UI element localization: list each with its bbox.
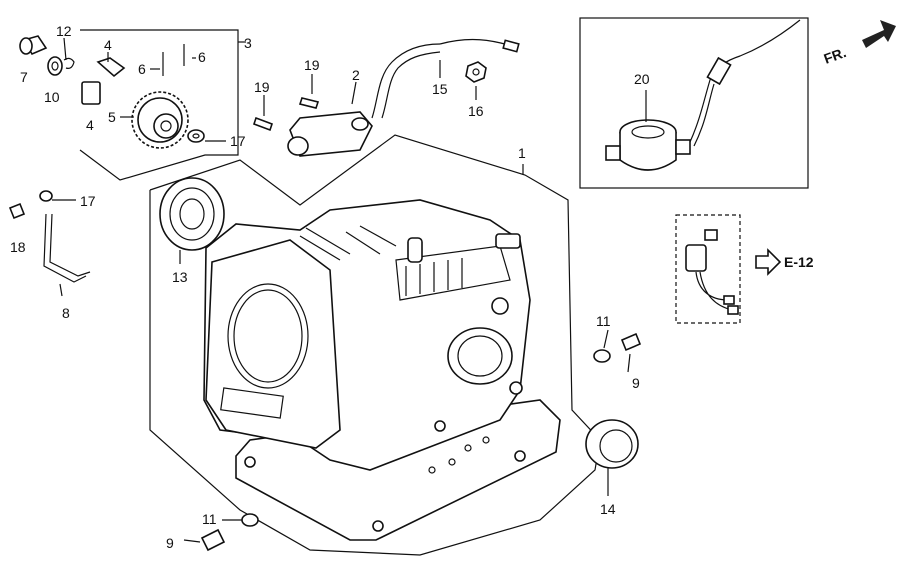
callout-11b: 11 [202,511,217,527]
callout-13: 13 [172,269,188,285]
callout-8: 8 [62,305,70,321]
front-label: FR. [822,44,849,67]
callout-17a: 17 [230,133,246,149]
bearing-13 [159,177,225,264]
callout-2: 2 [352,67,360,83]
oil-seal-14 [585,419,639,496]
callout-4b: 4 [86,117,94,133]
front-direction-arrow: FR. [822,20,896,67]
callout-17b: 17 [80,193,96,209]
cylinder-block-1 [203,164,561,541]
callout-20: 20 [634,71,650,87]
governor-arm-parts [8,190,91,297]
callout-7: 7 [20,69,28,85]
callout-11a: 11 [596,313,611,329]
callout-18: 18 [10,239,26,255]
callout-9b: 9 [166,535,174,551]
callout-6b: 6 [198,49,206,65]
callout-14: 14 [600,501,616,517]
drain-bolts [183,329,642,552]
callout-15: 15 [432,81,448,97]
breather-parts [252,38,520,157]
callout-3: 3 [244,35,252,51]
callout-4a: 4 [104,37,112,53]
callout-19b: 19 [254,79,270,95]
callout-19a: 19 [304,57,320,73]
callout-10: 10 [44,89,60,105]
callout-9a: 9 [632,375,640,391]
governor-parts [19,35,226,149]
callout-16: 16 [468,103,484,119]
callout-5: 5 [108,109,116,125]
callout-12: 12 [56,23,72,39]
callout-6a: 6 [138,61,146,77]
e12-reference: E-12 [685,229,814,315]
callout-1: 1 [518,145,526,161]
callout-labels: 1 2 3 4 4 5 6 6 7 8 9 9 10 11 11 12 13 1… [10,23,650,551]
e12-label: E-12 [784,254,814,270]
oil-alert-unit-20 [605,19,801,171]
